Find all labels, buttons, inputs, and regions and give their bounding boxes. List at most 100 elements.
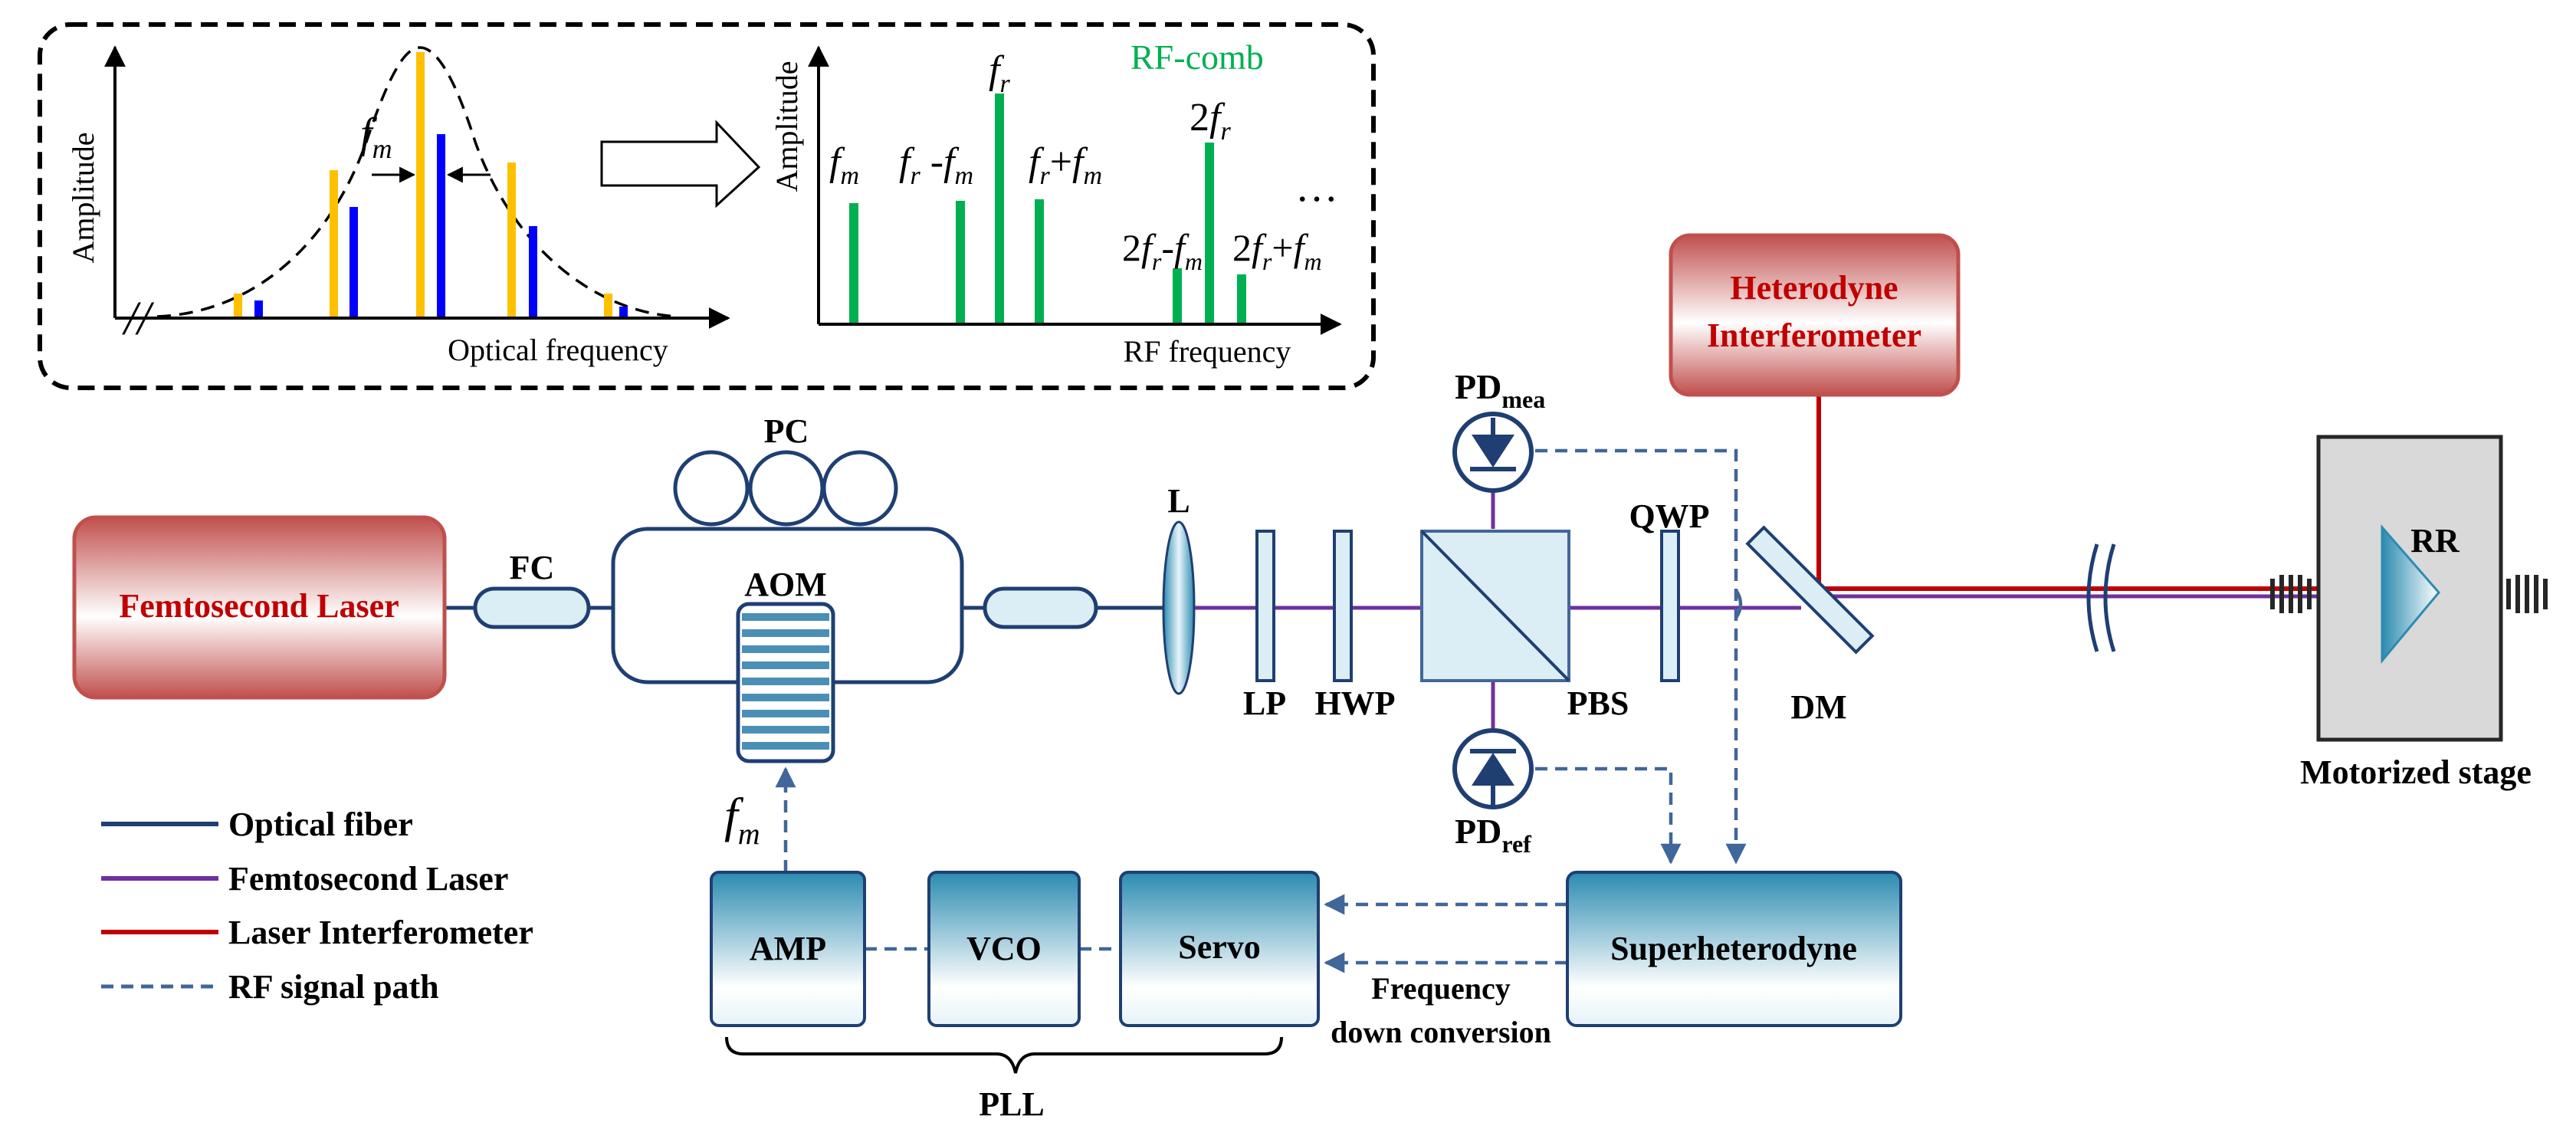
pll-brace [725,1036,1283,1074]
superheterodyne-box: Superheterodyne [1566,871,1902,1027]
rf-comb-line [1205,143,1214,323]
rf-spectrum-plot: Amplitude RF frequency RF-comb … fm fr -… [770,38,1342,369]
amp-label: AMP [750,930,826,967]
servo-box: Servo [1119,871,1320,1027]
stage-label: Motorized stage [2300,753,2532,791]
aom-stripe [742,613,829,621]
legend-item-femtosecond-laser: Femtosecond Laser [101,860,508,898]
optical-spectrum-plot: // fm Amplitude Optical frequency [66,45,730,367]
aom-stripe [742,726,829,734]
heterodyne-label-line2: Interferometer [1707,317,1921,354]
legend-label-laser-interferometer: Laser Interferometer [228,914,533,951]
freq-down-line1: Frequency [1371,971,1510,1006]
rf-comb-line [1237,274,1246,323]
quarter-wave-plate: QWP [1629,497,1710,682]
pbs-label: PBS [1567,684,1629,722]
photodiode-ref: PDref [1452,728,1534,858]
half-wave-plate: HWP [1314,530,1396,722]
rf-crossover-hop [1734,589,1743,619]
rf-comb-title: RF-comb [1130,38,1264,77]
aom-stripe [742,629,829,637]
optical-x-label: Optical frequency [448,333,668,367]
aom-stripe [742,710,829,717]
aom-stripe [742,645,829,653]
rf-x-label: RF frequency [1124,334,1291,369]
legend-label-optical-fiber: Optical fiber [228,806,413,843]
hwp-label: HWP [1314,684,1395,722]
rf-label-2fr-plus-fm: 2fr+fm [1232,226,1322,275]
dichroic-mirror: DM [1745,525,1875,726]
amp-box: AMP [710,871,866,1027]
stage-left-spring [2270,575,2312,613]
gaussian-envelope [156,46,679,318]
rf-comb-line [1173,268,1182,323]
rf-ellipsis: … [1295,163,1338,211]
rf-comb-line [995,94,1004,323]
lens-l: L [1162,482,1196,695]
linear-polarizer: LP [1243,530,1286,722]
rf-label-2fr: 2fr [1190,96,1231,146]
legend-item-rf-signal-path: RF signal path [101,968,439,1006]
rf-label-fr: fr [989,48,1010,98]
aom-stripe [742,678,829,685]
vco-label: VCO [966,930,1042,967]
rf-label-fr-minus-fm: fr -fm [899,140,973,190]
stage-right-spring [2506,575,2548,613]
optical-comb-line [234,294,242,317]
qwp-label: QWP [1629,497,1709,535]
optical-comb-line [330,170,338,317]
fc-label: FC [510,549,555,586]
optical-comb-line [529,226,537,317]
fiber-coupler-fc: FC [473,549,591,629]
optical-comb-line [416,52,425,317]
rf-y-label: Amplitude [770,61,804,192]
aom-drive-fm-label: fm [724,788,760,851]
optical-comb-line [254,300,263,317]
output-fiber-coupler [983,586,1098,629]
motorized-stage: RR Motorized stage [2270,435,2548,791]
transform-arrow [600,120,761,208]
inset-dashed-border [38,22,1376,390]
dm-label: DM [1790,688,1846,726]
legend-label-rf-signal-path: RF signal path [228,968,439,1006]
pd-mea-label: PDmea [1455,367,1545,413]
aom-stripe [742,742,829,750]
optical-comb-line [619,307,628,317]
rf-signal-paths [775,448,1747,973]
polarizing-beam-splitter: PBS [1420,530,1629,722]
optical-break-mark: // [122,293,154,345]
femtosecond-laser-box: Femtosecond Laser [72,515,447,700]
pc-label: PC [764,412,809,450]
optical-comb-line [437,134,445,317]
optical-y-label: Amplitude [66,132,100,263]
legend: Optical fiber Femtosecond Laser Laser In… [101,806,533,1006]
retroreflector-prism [2381,524,2440,665]
heterodyne-label-line1: Heterodyne [1730,269,1898,307]
femtosecond-laser-label: Femtosecond Laser [119,587,399,625]
interferometer-beam-path [1816,395,2384,591]
aom: AOM [736,566,835,763]
vco-box: VCO [927,871,1081,1027]
photodiode-mea: PDmea [1452,367,1545,493]
optical-comb-line [507,162,516,317]
heterodyne-interferometer-box: Heterodyne Interferometer [1669,233,1961,397]
spectrum-inset: // fm Amplitude Optical frequency Amplit… [38,22,1376,390]
aom-stripe [742,694,829,701]
pll-label: PLL [979,1085,1045,1123]
legend-item-optical-fiber: Optical fiber [101,806,413,843]
long-path-break [2086,543,2116,652]
rf-comb-lines [849,94,1246,323]
aom-stripes [742,613,829,750]
aom-stripe [742,661,829,669]
servo-label: Servo [1178,928,1261,966]
lp-label: LP [1243,684,1286,722]
rf-label-2fr-minus-fm: 2fr-fm [1122,226,1203,275]
aom-label: AOM [744,566,827,603]
rf-comb-line [956,201,965,323]
legend-item-laser-interferometer: Laser Interferometer [101,914,533,951]
superheterodyne-label: Superheterodyne [1610,930,1857,967]
rf-label-fm: fm [829,140,859,190]
optical-comb-line [349,207,358,317]
pd-ref-label: PDref [1455,812,1531,858]
